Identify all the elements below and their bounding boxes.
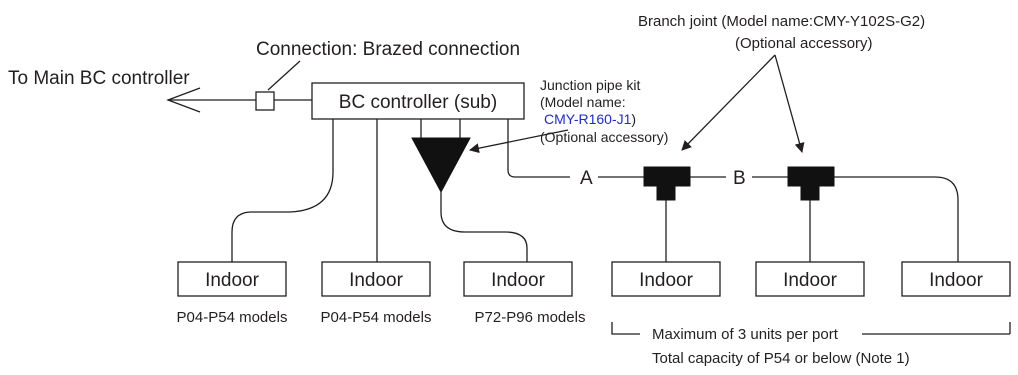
branch-joint-arrow-1 [681,54,776,151]
branch-joint-label: Branch joint (Model name:CMY-Y102S-G2) (… [638,13,925,52]
junction-kit-model-close: ) [631,111,636,127]
branch-group-bracket [611,322,1011,335]
pipe-label-a: A [580,168,593,189]
pipe-indoor-1 [231,119,334,262]
junction-kit-model-link[interactable]: CMY-R160-J1 [544,111,632,127]
indoor-unit-label: Indoor [205,270,260,291]
junction-pipe-kit-triangle [411,119,528,262]
indoor-2-caption: P04-P54 models [321,309,432,326]
connection-label: Connection: Brazed connection [256,39,520,60]
indoor-3-caption: P72-P96 models [475,309,586,326]
branch-joint-2 [787,166,835,201]
branch-joint-arrow-2 [774,54,805,153]
branch-joint-optional: (Optional accessory) [735,35,873,52]
indoor-unit-label: Indoor [639,270,694,291]
indoor-unit-4: Indoor [611,261,721,297]
bc-controller-sub-label: BC controller (sub) [339,92,497,113]
pipe-to-branch [507,119,570,178]
junction-kit-arrow [469,129,569,154]
branch-joint-title: Branch joint (Model name:CMY-Y102S-G2) [638,13,925,30]
junction-pipe-kit-label: Junction pipe kit (Model name: CMY-R160-… [540,77,668,145]
junction-kit-title: Junction pipe kit [540,77,641,93]
brazed-connection-fitting [255,91,312,111]
pipe-indoor-6 [834,176,959,262]
indoor-unit-5: Indoor [755,261,865,297]
indoor-unit-label: Indoor [349,270,404,291]
branch-joint-1 [643,166,691,201]
junction-kit-model-prefix: (Model name: [540,94,626,110]
indoor-1-caption: P04-P54 models [177,309,288,326]
indoor-unit-label: Indoor [783,270,838,291]
pipe-label-b: B [733,168,746,189]
junction-kit-model-line: CMY-R160-J1) [544,111,636,127]
indoor-unit-1: Indoor [177,261,287,297]
bc-controller-sub: BC controller (sub) [311,82,525,120]
indoor-unit-label: Indoor [491,270,546,291]
indoor-unit-label: Indoor [929,270,984,291]
to-main-arrow [166,87,260,113]
junction-kit-optional: (Optional accessory) [540,129,668,145]
indoor-unit-2: Indoor [321,261,431,297]
note-total-capacity: Total capacity of P54 or below (Note 1) [652,350,910,367]
pipe-indoor-3 [440,192,528,262]
connection-pointer-line [267,60,301,91]
note-max-units: Maximum of 3 units per port [652,326,839,343]
to-main-bc-label: To Main BC controller [8,68,190,89]
indoor-unit-3: Indoor [463,261,573,297]
indoor-unit-6: Indoor [901,261,1011,297]
